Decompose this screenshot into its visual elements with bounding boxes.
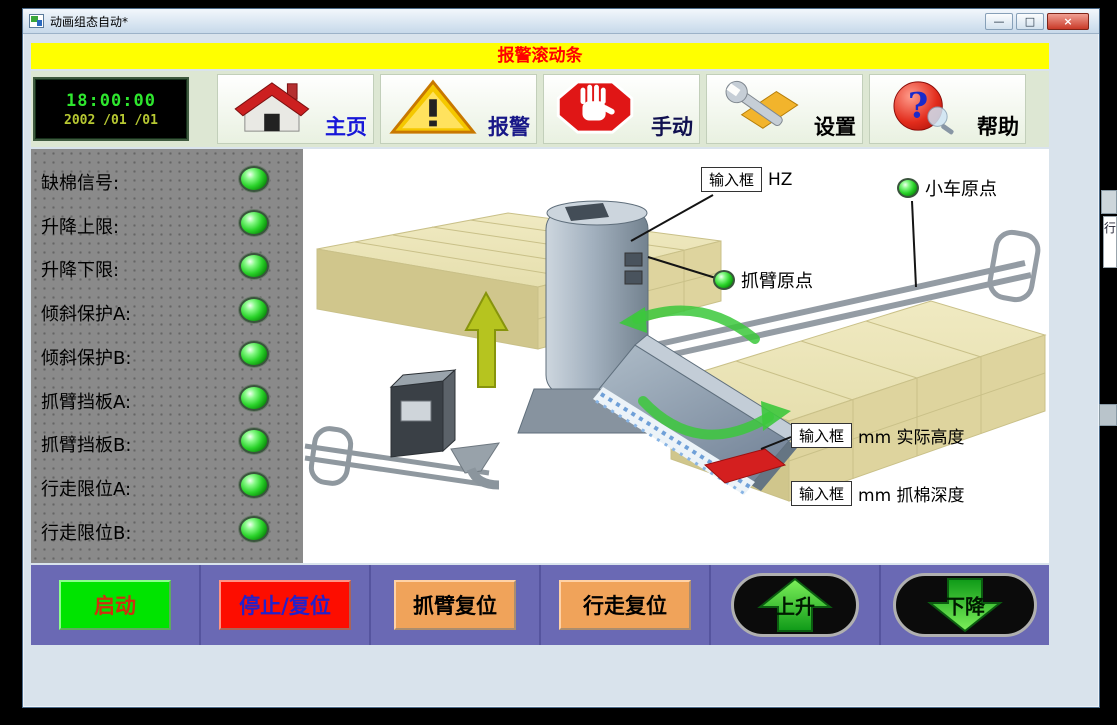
bottom-cell: 停止/复位 [201, 565, 371, 645]
indicator-label: 倾斜保护A: [41, 304, 132, 325]
toolbar-label-settings: 设置 [814, 115, 856, 139]
actual-height-callout: 输入框 mm 实际高度 [791, 423, 965, 448]
main-panel: 缺棉信号: 升降上限: 升降下限: 倾斜保护A: 倾斜保护B: 抓臂挡板A: 抓… [31, 149, 1049, 563]
raise-button[interactable]: 上升 [731, 573, 859, 637]
background-window-fragment [1101, 190, 1117, 214]
bottom-cell: 行走复位 [541, 565, 711, 645]
grab-depth-callout: 输入框 mm 抓棉深度 [791, 481, 965, 506]
indicator-label: 倾斜保护B: [41, 348, 132, 369]
up-arrow-icon [757, 577, 833, 632]
minimize-button[interactable]: — [985, 12, 1013, 30]
arm-reset-button[interactable]: 抓臂复位 [394, 580, 516, 630]
raise-button-label: 上升 [775, 594, 815, 619]
arm-origin-led [713, 270, 735, 290]
toolbar-button-help[interactable]: ? 帮助 [869, 74, 1026, 144]
toolbar-label-help: 帮助 [977, 115, 1019, 139]
status-led [239, 341, 269, 367]
indicator-label: 缺棉信号: [41, 173, 120, 194]
bottom-button-bar: 启动 停止/复位 抓臂复位 行走复位 上升 [31, 565, 1049, 645]
grab-depth-input-box[interactable]: 输入框 [791, 481, 853, 506]
bottom-cell: 抓臂复位 [371, 565, 541, 645]
indicator-row: 行走限位A: [41, 472, 293, 502]
window-controls: — □ × [985, 12, 1093, 30]
status-sidebar: 缺棉信号: 升降上限: 升降下限: 倾斜保护A: 倾斜保护B: 抓臂挡板A: 抓… [31, 149, 303, 563]
app-icon [29, 14, 44, 28]
titlebar[interactable]: 动画组态自动* — □ × [23, 9, 1099, 34]
hz-input-box[interactable]: 输入框 [701, 167, 763, 192]
background-window-strip: 行 [1103, 216, 1117, 268]
close-button[interactable]: × [1047, 12, 1089, 30]
status-led [239, 297, 269, 323]
travel-reset-button[interactable]: 行走复位 [559, 580, 691, 630]
indicator-row: 缺棉信号: [41, 166, 293, 196]
toolbar-label-alarm: 报警 [488, 115, 530, 139]
indicator-label: 升降上限: [41, 217, 120, 238]
diagram-canvas: 输入框 HZ 小车原点 抓臂原点 输入框 mm 实际高度 输入框 mm 抓棉深度 [303, 149, 1049, 563]
status-led [239, 253, 269, 279]
toolbar-label-home: 主页 [325, 115, 367, 139]
status-led [239, 428, 269, 454]
status-led [239, 472, 269, 498]
manual-stop-icon [556, 80, 634, 134]
status-led [239, 385, 269, 411]
alarm-scroll-bar: 报警滚动条 [31, 43, 1049, 69]
indicator-row: 倾斜保护B: [41, 341, 293, 371]
toolbar-button-alarm[interactable]: 报警 [380, 74, 537, 144]
maximize-button[interactable]: □ [1016, 12, 1044, 30]
grab-depth-unit-label: mm 抓棉深度 [858, 486, 965, 506]
window-title: 动画组态自动* [50, 14, 129, 29]
bottom-cell: 上升 [711, 565, 881, 645]
clock-date: 2002 /01 /01 [64, 112, 158, 128]
toolbar: 18:00:00 2002 /01 /01 主页 报警 [31, 71, 1049, 147]
down-arrow-icon [927, 578, 1003, 633]
indicator-row: 升降下限: [41, 253, 293, 283]
toolbar-button-manual[interactable]: 手动 [543, 74, 700, 144]
cart-origin-label: 小车原点 [925, 179, 997, 200]
status-led [239, 166, 269, 192]
home-icon [234, 82, 310, 132]
hz-unit-label: HZ [768, 169, 793, 190]
toolbar-button-home[interactable]: 主页 [217, 74, 374, 144]
svg-text:?: ? [908, 86, 928, 127]
lower-button-label: 下降 [945, 594, 985, 619]
indicator-label: 行走限位B: [41, 523, 132, 544]
indicator-label: 升降下限: [41, 260, 120, 281]
settings-wrench-icon [725, 80, 799, 129]
indicator-row: 行走限位B: [41, 516, 293, 546]
app-window: 动画组态自动* — □ × 报警滚动条 18:00:00 2002 /01 /0… [22, 8, 1100, 708]
indicator-label: 抓臂挡板B: [41, 435, 132, 456]
stop-reset-button[interactable]: 停止/复位 [219, 580, 351, 630]
background-window-fragment [1099, 404, 1117, 426]
start-button[interactable]: 启动 [59, 580, 171, 630]
alarm-icon [389, 79, 477, 134]
bottom-cell: 下降 [881, 565, 1049, 645]
toolbar-button-settings[interactable]: 设置 [706, 74, 863, 144]
arm-origin-indicator: 抓臂原点 [713, 267, 813, 293]
arm-origin-label: 抓臂原点 [741, 271, 813, 292]
actual-height-input-box[interactable]: 输入框 [791, 423, 853, 448]
cart-origin-indicator: 小车原点 [897, 175, 997, 201]
clock-time: 18:00:00 [66, 90, 156, 111]
indicator-row: 升降上限: [41, 210, 293, 240]
indicator-row: 抓臂挡板A: [41, 385, 293, 415]
indicator-label: 抓臂挡板A: [41, 392, 132, 413]
indicator-label: 行走限位A: [41, 479, 132, 500]
lower-button[interactable]: 下降 [893, 573, 1037, 637]
actual-height-unit-label: mm 实际高度 [858, 428, 965, 448]
hz-input-callout: 输入框 HZ [701, 167, 792, 192]
clock-display: 18:00:00 2002 /01 /01 [33, 77, 189, 141]
status-led [239, 210, 269, 236]
indicator-row: 倾斜保护A: [41, 297, 293, 327]
status-led [239, 516, 269, 542]
bottom-cell: 启动 [31, 565, 201, 645]
background-strip-text: 行 [1104, 221, 1117, 235]
help-icon: ? [893, 81, 954, 135]
machine-illustration [304, 194, 1047, 502]
toolbar-label-manual: 手动 [651, 115, 693, 139]
indicator-row: 抓臂挡板B: [41, 428, 293, 458]
cart-origin-led [897, 178, 919, 198]
